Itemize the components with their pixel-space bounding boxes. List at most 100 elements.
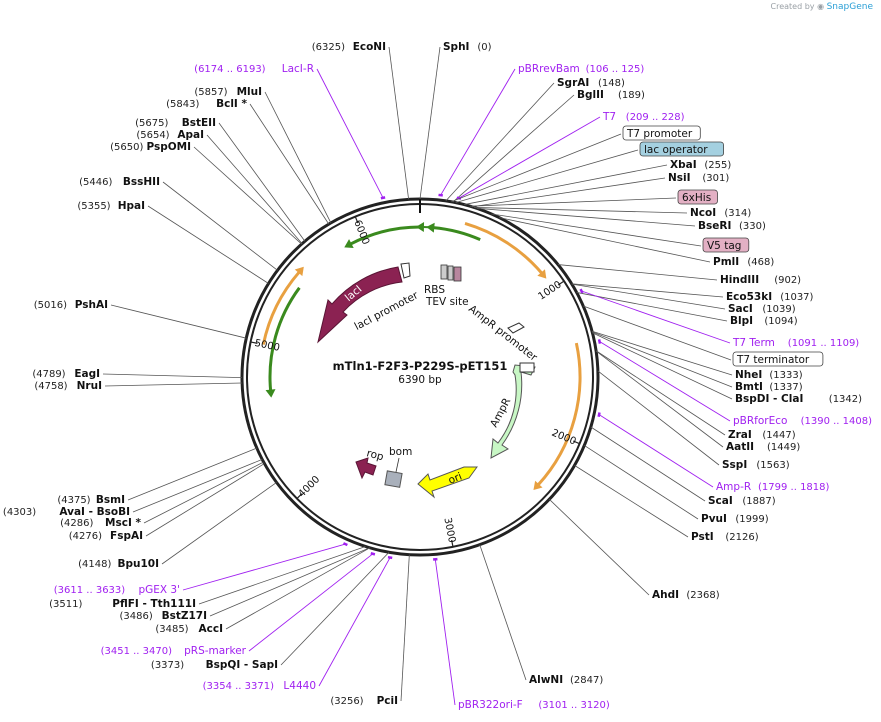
restriction-site[interactable]: PmlI(468) — [713, 256, 774, 268]
site-position: (189) — [618, 90, 645, 101]
ampr-feature[interactable] — [490, 364, 536, 459]
primer-position: (6174 .. 6193) — [194, 64, 266, 75]
site-name: NcoI — [690, 207, 716, 219]
restriction-site[interactable]: BstZ17I(3486) — [120, 610, 207, 622]
restriction-site[interactable]: PspOMI(5650) — [110, 141, 191, 153]
restriction-site[interactable]: SspI(1563) — [722, 459, 790, 471]
restriction-site[interactable]: PstI(2126) — [691, 531, 759, 543]
restriction-site[interactable]: NheI(1333) — [735, 369, 803, 381]
primer-position: (3101 .. 3120) — [538, 700, 610, 711]
lacI-promoter-feature[interactable] — [400, 262, 411, 279]
site-name: PspOMI — [146, 141, 191, 153]
green-arc-2[interactable] — [268, 286, 301, 391]
site-leader — [595, 350, 724, 448]
primer-mark — [370, 552, 376, 556]
restriction-site[interactable]: BglII(189) — [577, 89, 645, 101]
rbs-feature[interactable] — [440, 264, 448, 280]
tick-label: 3000 — [441, 517, 457, 544]
restriction-site[interactable]: EagI(4789) — [32, 368, 100, 380]
primer[interactable]: LacI-R(6174 .. 6193) — [194, 63, 314, 75]
restriction-site[interactable]: BlpI(1094) — [730, 315, 798, 327]
site-position: (5654) — [136, 130, 169, 141]
his-tag-feature[interactable] — [447, 265, 454, 281]
restriction-site[interactable]: BstEII(5675) — [135, 117, 216, 129]
restriction-site[interactable]: PciI(3256) — [330, 695, 398, 707]
site-position: (468) — [747, 257, 774, 268]
restriction-site[interactable]: BmtI(1337) — [735, 381, 803, 393]
site-position: (2847) — [570, 675, 603, 686]
restriction-site[interactable]: HindIII(902) — [720, 274, 801, 286]
site-name: SspI — [722, 459, 747, 471]
restriction-site[interactable]: Eco53kI(1037) — [726, 291, 814, 303]
primer[interactable]: pBR322ori-F(3101 .. 3120) — [458, 699, 610, 711]
restriction-site[interactable]: SphI(0) — [443, 41, 492, 53]
orf-arc-2[interactable] — [537, 342, 582, 486]
restriction-site[interactable]: ApaI(5654) — [136, 129, 204, 141]
restriction-site[interactable]: NcoI(314) — [690, 207, 751, 219]
primer[interactable]: L4440(3354 .. 3371) — [203, 680, 316, 692]
primer-leader — [458, 116, 601, 199]
primer[interactable]: pBRrevBam(106 .. 125) — [518, 63, 644, 75]
bom-feature[interactable] — [384, 470, 403, 488]
feature-box-label[interactable]: T7 promoter — [622, 125, 701, 141]
primer[interactable]: pRS-marker(3451 .. 3470) — [101, 645, 247, 657]
primer[interactable]: T7(209 .. 228) — [602, 111, 685, 123]
feature-leader — [451, 133, 622, 203]
rop-feature[interactable] — [355, 457, 377, 480]
restriction-site[interactable]: EcoNI(6325) — [312, 41, 386, 53]
restriction-site[interactable]: AatII(1449) — [726, 441, 800, 453]
restriction-site[interactable]: NruI(4758) — [34, 380, 102, 392]
ampr-promoter-feature[interactable] — [507, 322, 525, 334]
green-arc-4[interactable] — [422, 226, 473, 238]
green-arc-1[interactable] — [349, 225, 421, 246]
site-name: PflFI - Tth111I — [112, 598, 196, 610]
feature-box-label[interactable]: 6xHis — [677, 189, 718, 205]
restriction-site[interactable]: PflFI - Tth111I(3511) — [49, 598, 196, 610]
feature-box-label[interactable]: T7 terminator — [732, 351, 824, 367]
feature-leader — [491, 213, 702, 247]
restriction-site[interactable]: MluI(5857) — [194, 86, 262, 98]
restriction-site[interactable]: FspAI(4276) — [69, 530, 143, 542]
tev-site-feature[interactable] — [453, 266, 462, 282]
restriction-site[interactable]: ScaI(1887) — [708, 495, 776, 507]
primer[interactable]: Amp-R(1799 .. 1818) — [716, 481, 830, 493]
restriction-site[interactable]: AlwNI(2847) — [529, 674, 603, 686]
primer[interactable]: pBRforEco(1390 .. 1408) — [733, 415, 872, 427]
site-position: (5355) — [77, 201, 110, 212]
restriction-site[interactable]: ZraI(1447) — [728, 429, 796, 441]
site-leader — [264, 91, 332, 224]
green-arc-1-head — [344, 239, 354, 249]
orf-arc-1[interactable] — [464, 222, 543, 275]
restriction-site[interactable]: AvaI - BsoBI(4303) — [3, 506, 130, 518]
restriction-site[interactable]: BseRI(330) — [698, 220, 766, 232]
restriction-site[interactable]: XbaI(255) — [670, 159, 731, 171]
restriction-site[interactable]: BssHII(5446) — [79, 176, 160, 188]
orf-arc-3[interactable] — [261, 271, 301, 345]
restriction-site[interactable]: BspQI - SapI(3373) — [151, 659, 278, 671]
site-position: (330) — [739, 221, 766, 232]
green-arc-3[interactable] — [433, 226, 481, 241]
restriction-site[interactable]: HpaI(5355) — [77, 200, 145, 212]
site-position: (1333) — [769, 370, 802, 381]
restriction-site[interactable]: SgrAI(148) — [557, 77, 625, 89]
restriction-site[interactable]: AhdI(2368) — [652, 589, 720, 601]
restriction-site[interactable]: SacI(1039) — [728, 303, 796, 315]
restriction-site[interactable]: NsiI(301) — [668, 172, 729, 184]
site-position: (255) — [704, 160, 731, 171]
restriction-site[interactable]: Bpu10I(4148) — [78, 558, 159, 570]
restriction-site[interactable]: BspDI - ClaI(1342) — [735, 393, 862, 405]
primer[interactable]: T7 Term(1091 .. 1109) — [732, 337, 859, 349]
restriction-site[interactable]: BsmI(4375) — [57, 494, 125, 506]
restriction-site[interactable]: AccI(3485) — [155, 623, 223, 635]
restriction-site[interactable]: PshAI(5016) — [34, 299, 108, 311]
lacI-feature[interactable] — [317, 266, 403, 344]
feature-box-label[interactable]: lac operator — [639, 141, 724, 157]
feature-box-label[interactable]: V5 tag — [702, 237, 750, 253]
restriction-site[interactable]: BclI *(5843) — [166, 98, 247, 110]
site-position: (1342) — [829, 394, 862, 405]
restriction-site[interactable]: MscI *(4286) — [60, 517, 141, 529]
restriction-site[interactable]: PvuI(1999) — [701, 513, 769, 525]
ori-feature[interactable] — [417, 466, 478, 499]
site-position: (1449) — [767, 442, 800, 453]
primer[interactable]: pGEX 3'(3611 .. 3633) — [54, 584, 180, 596]
